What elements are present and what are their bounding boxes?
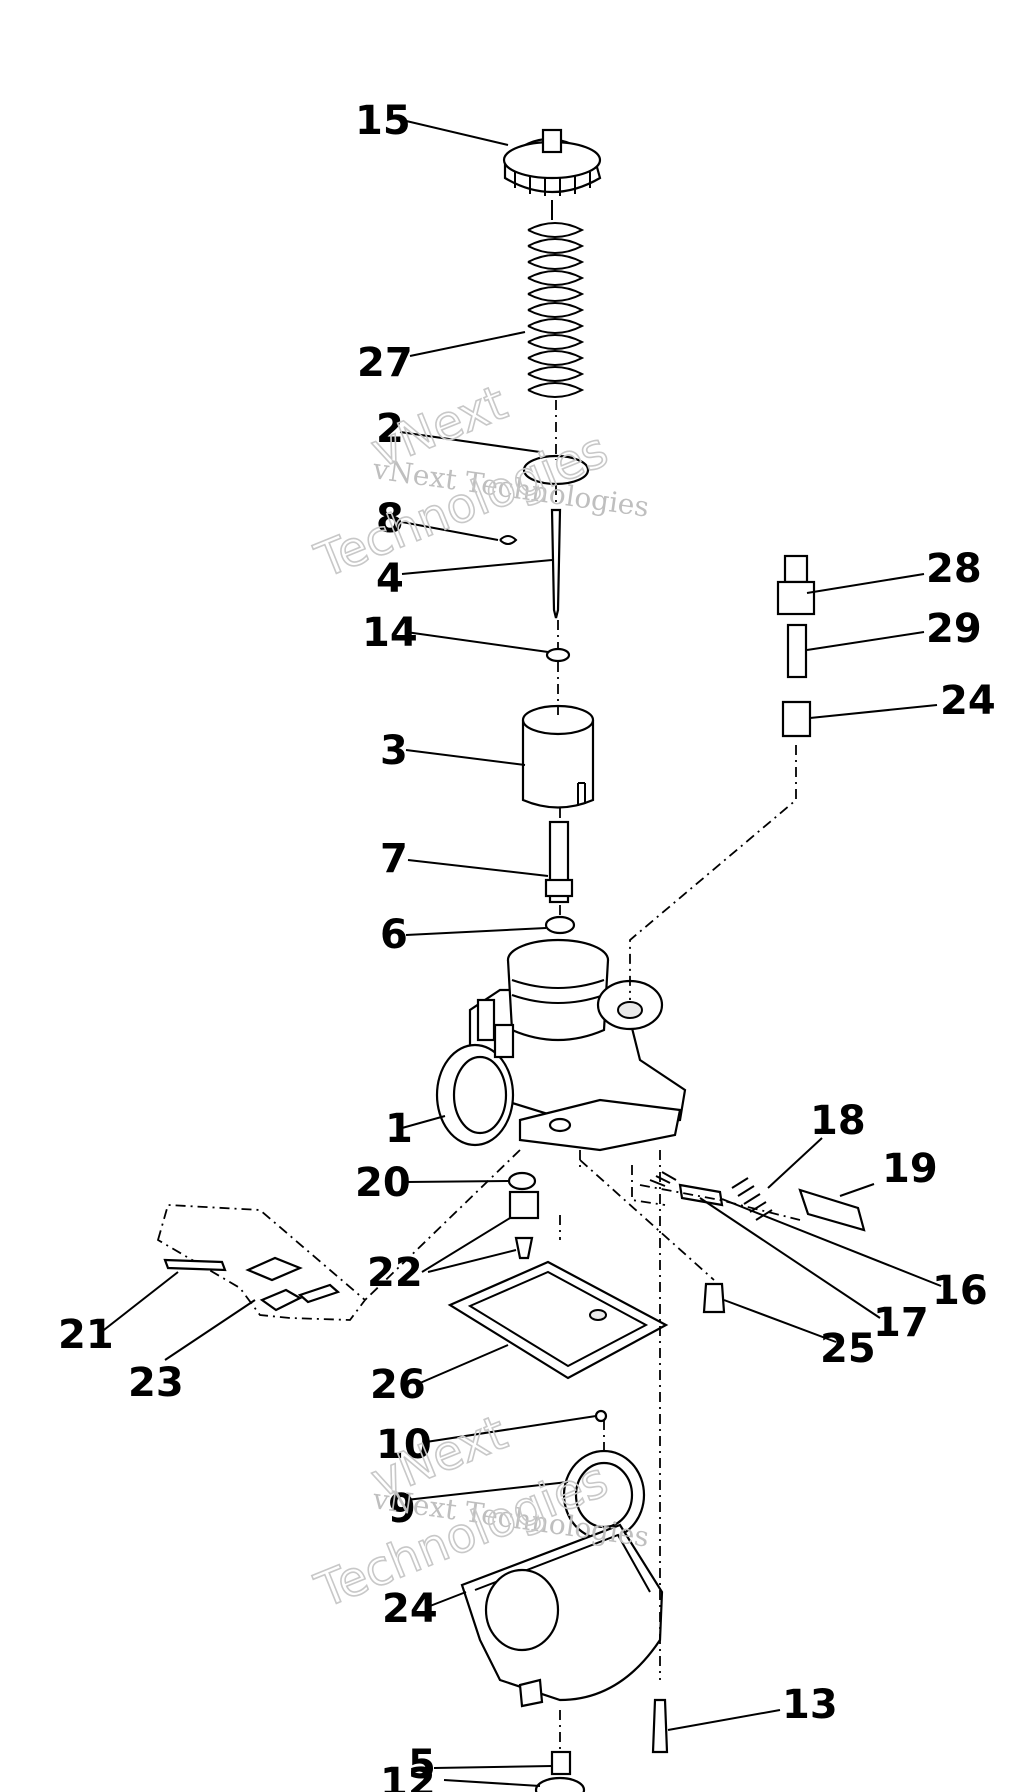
callout-13: 13 xyxy=(782,1682,838,1728)
part-3-slide xyxy=(521,704,595,809)
callout-2: 2 xyxy=(376,406,404,452)
part-7-needle-jet xyxy=(544,820,574,904)
part-21-23-float-assembly xyxy=(156,1204,367,1321)
part-13-screw xyxy=(651,1698,669,1754)
alignment-lines xyxy=(364,400,801,1752)
callout-1: 1 xyxy=(385,1106,413,1152)
callout-26: 26 xyxy=(370,1362,426,1408)
part-20-oring xyxy=(507,1171,537,1191)
callout-27: 27 xyxy=(357,340,413,386)
callout-22: 22 xyxy=(367,1250,423,1296)
callout-5: 5 xyxy=(408,1742,436,1788)
callout-8: 8 xyxy=(376,496,404,542)
callout-6: 6 xyxy=(380,912,408,958)
callout-3: 3 xyxy=(380,728,408,774)
part-18-spring xyxy=(731,1177,773,1221)
part-28-29-24-cable-adjuster xyxy=(776,554,816,738)
callout-24-upper: 24 xyxy=(940,678,996,724)
part-14-washer xyxy=(545,647,571,663)
part-15-cap xyxy=(502,128,602,196)
part-8-clip xyxy=(499,535,518,545)
part-4-needle xyxy=(550,508,562,619)
callout-12: 12 xyxy=(380,1760,436,1792)
callout-20: 20 xyxy=(355,1160,411,1206)
part-25-screw xyxy=(702,1282,726,1314)
callout-29: 29 xyxy=(926,606,982,652)
callout-labels: 15 27 2 8 4 14 3 7 6 1 20 22 21 23 26 10… xyxy=(58,98,996,1792)
callout-25: 25 xyxy=(820,1326,876,1372)
part-27-spring xyxy=(527,200,585,398)
callout-4: 4 xyxy=(376,556,404,602)
callout-28: 28 xyxy=(926,546,982,592)
watermark-upper: vNext Technologies vNext Technologies xyxy=(307,374,651,590)
callout-23: 23 xyxy=(128,1360,184,1406)
part-1-carburetor-body xyxy=(435,938,687,1152)
callout-14: 14 xyxy=(362,610,418,656)
part-5-drain-plug xyxy=(550,1750,572,1776)
callout-19: 19 xyxy=(882,1146,938,1192)
callout-9: 9 xyxy=(388,1486,416,1532)
part-19-pilot-screw xyxy=(798,1188,866,1232)
part-2-retainer xyxy=(522,454,590,486)
part-12-oring xyxy=(534,1776,586,1792)
part-16-17-idle-screw xyxy=(649,1171,724,1207)
leader-lines xyxy=(99,119,942,1787)
callout-17: 17 xyxy=(873,1300,929,1346)
callout-10: 10 xyxy=(376,1422,432,1468)
part-9-float xyxy=(562,1449,646,1541)
part-22-jets xyxy=(508,1190,540,1260)
callout-7: 7 xyxy=(380,836,408,882)
callout-16: 16 xyxy=(932,1268,988,1314)
callout-21: 21 xyxy=(58,1312,114,1358)
callout-24-lower: 24 xyxy=(382,1586,438,1632)
part-26-gasket xyxy=(447,1260,669,1380)
part-6-washer xyxy=(544,915,576,935)
callout-18: 18 xyxy=(810,1098,866,1144)
callout-15: 15 xyxy=(355,98,411,144)
part-10-pin xyxy=(594,1409,608,1423)
